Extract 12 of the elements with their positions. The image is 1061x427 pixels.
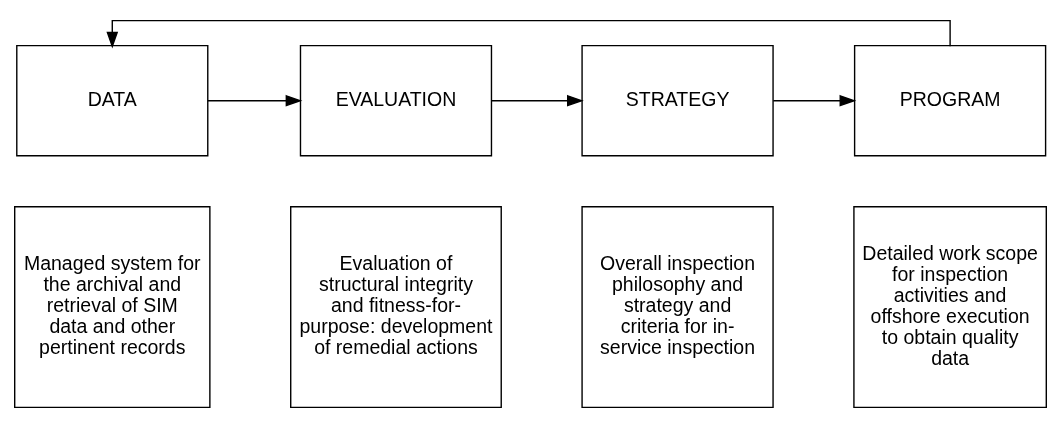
node-box: Evaluation of structural integrity and fitness-for-purpose: development of remedial actions	[290, 205, 502, 408]
node-box: PROGRAM	[853, 44, 1047, 156]
node-box: STRATEGY	[581, 44, 774, 156]
arrow	[772, 94, 857, 107]
arrow	[207, 94, 303, 107]
node-box: Detailed work scope for inspection activities and offshore execution to obtain quality data	[853, 205, 1047, 408]
node-box: Managed system for the archival and retrieval of SIM data and other pertinent records	[14, 205, 211, 408]
arrow	[491, 94, 584, 107]
arrow	[106, 19, 951, 48]
node-box: Overall inspection philosophy and strategy and criteria for in-service inspection	[581, 205, 774, 408]
node-box: DATA	[16, 44, 209, 156]
node-box: EVALUATION	[299, 44, 493, 156]
